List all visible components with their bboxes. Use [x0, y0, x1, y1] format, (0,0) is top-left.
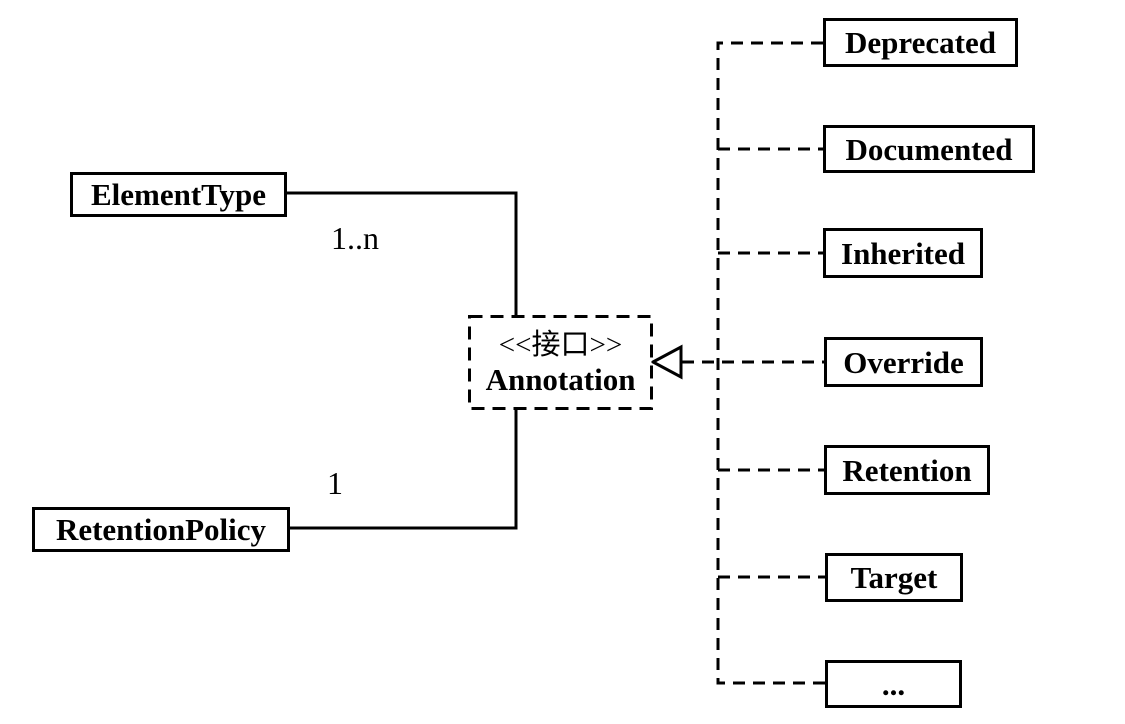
- retentionpolicy-association-line: [290, 410, 518, 530]
- node-target: Target: [825, 553, 963, 602]
- node-deprecated: Deprecated: [823, 18, 1018, 67]
- realization-trunk-line: [716, 41, 825, 685]
- node-retentionpolicy: RetentionPolicy: [32, 507, 290, 552]
- node-ellipsis: ...: [825, 660, 962, 708]
- node-label: Retention: [842, 452, 972, 488]
- node-label: Override: [843, 344, 964, 380]
- node-override: Override: [824, 337, 983, 387]
- node-documented: Documented: [823, 125, 1035, 173]
- multiplicity-label-elementtype: 1..n: [331, 220, 379, 256]
- node-retention: Retention: [824, 445, 990, 495]
- node-annotation-interface: <<接口>> Annotation: [468, 315, 653, 410]
- node-label: Inherited: [841, 235, 965, 271]
- node-label: Deprecated: [845, 25, 996, 60]
- multiplicity-label-retentionpolicy: 1: [327, 465, 343, 501]
- node-inherited: Inherited: [823, 228, 983, 278]
- annotation-interface-box-outline: [468, 315, 653, 410]
- elementtype-association-line: [287, 191, 518, 315]
- node-label: ElementType: [90, 177, 267, 212]
- node-label: ...: [881, 666, 906, 702]
- node-elementtype: ElementType: [70, 172, 287, 217]
- interface-name-label: Annotation: [485, 361, 636, 397]
- node-label: Documented: [845, 131, 1013, 167]
- node-label: RetentionPolicy: [55, 512, 267, 547]
- interface-stereotype-label: <<接口>>: [498, 328, 623, 361]
- realization-arrowhead-icon: [649, 344, 683, 380]
- node-label: Target: [850, 560, 938, 595]
